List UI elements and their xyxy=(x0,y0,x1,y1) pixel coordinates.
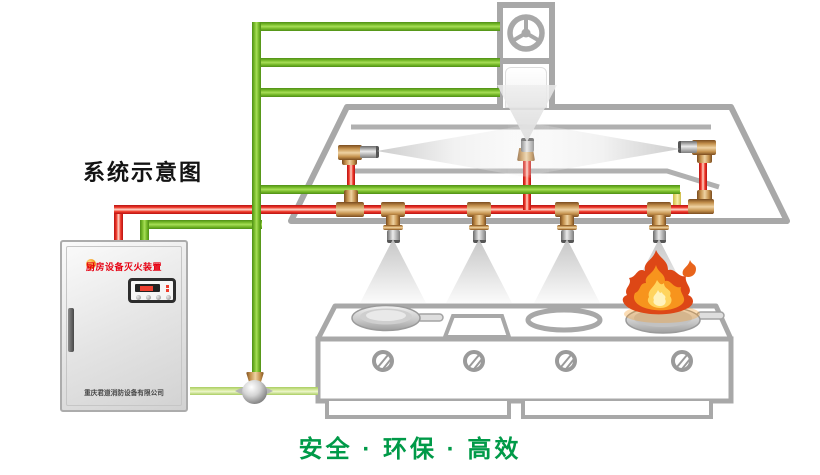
status-led xyxy=(166,285,169,288)
control-cabinet: 厨房设备灭火装置 重庆君道消防设备有限公司 xyxy=(60,240,188,412)
flame-icon xyxy=(622,250,700,323)
red-pipe-riser-left xyxy=(347,156,355,208)
brass-elbow xyxy=(692,140,716,155)
panel-knob xyxy=(156,295,161,300)
spray-nozzle-icon xyxy=(652,230,666,243)
exhaust-fan-unit xyxy=(497,2,555,108)
down-spray-assembly xyxy=(381,202,405,243)
cabinet-door xyxy=(66,246,182,406)
gas-valve-icon xyxy=(242,380,267,404)
spray-nozzle-icon xyxy=(678,141,697,153)
cabinet-title: 厨房设备灭火装置 xyxy=(85,262,162,272)
green-pipe-cabinet-v xyxy=(140,220,149,243)
brass-tee xyxy=(344,190,358,204)
brass-tee xyxy=(336,202,364,217)
yellow-connector-pipe xyxy=(673,192,681,208)
green-pipe-cabinet-h xyxy=(140,220,262,229)
page-title: 系统示意图 xyxy=(83,160,204,185)
spray-nozzle-icon xyxy=(360,146,379,158)
spray-nozzle-icon xyxy=(386,230,400,243)
red-pipe-riser-right xyxy=(699,152,707,208)
brand-logo-icon xyxy=(86,259,96,269)
down-spray-assembly xyxy=(467,202,491,243)
control-display-panel xyxy=(128,278,176,303)
valve-nub xyxy=(265,387,273,395)
slogan-text: 安全 · 环保 · 高效 xyxy=(298,436,522,463)
brass-elbow xyxy=(688,199,714,214)
company-name: 重庆君道消防设备有限公司 xyxy=(84,390,164,397)
green-pipe-top-2 xyxy=(256,58,500,67)
spray-nozzle-icon xyxy=(521,138,534,152)
down-spray-assembly xyxy=(647,202,671,243)
cabinet-handle xyxy=(68,308,74,352)
frying-pan xyxy=(351,304,444,332)
green-pipe-branch xyxy=(256,185,680,194)
green-pipe-vertical-main xyxy=(252,22,261,374)
panel-knob xyxy=(166,295,171,300)
spray-nozzle-icon xyxy=(472,230,486,243)
brass-elbow xyxy=(338,145,362,160)
down-spray-assembly xyxy=(555,202,579,243)
duct-panel xyxy=(505,67,547,108)
panel-knob xyxy=(136,295,141,300)
stove-knob-icon xyxy=(372,350,693,372)
fan-box-divider xyxy=(503,58,549,64)
red-pipe-main xyxy=(114,205,713,214)
exhaust-fan-icon xyxy=(507,14,545,52)
green-pipe-top-1 xyxy=(252,22,500,31)
red-pipe-cabinet-riser xyxy=(114,205,123,243)
valve-nub xyxy=(235,387,243,395)
panel-knob xyxy=(146,295,151,300)
display-screen xyxy=(135,284,160,292)
spray-nozzle-icon xyxy=(560,230,574,243)
status-led xyxy=(166,289,169,292)
green-pipe-top-3 xyxy=(256,88,500,97)
